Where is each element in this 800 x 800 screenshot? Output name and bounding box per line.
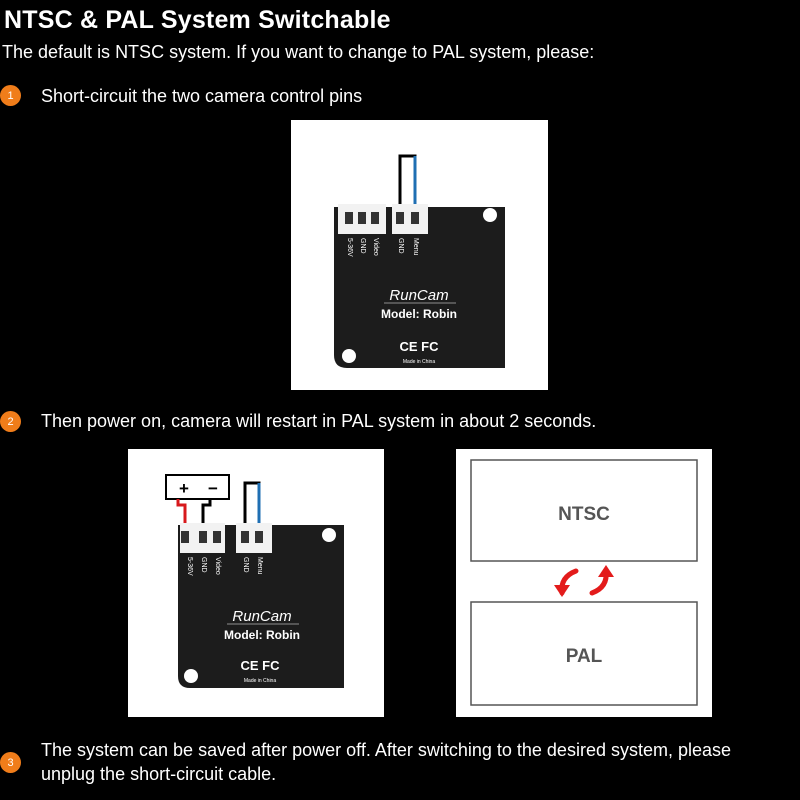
intro-text: The default is NTSC system. If you want … [2,42,595,62]
camera-board-powered-illustration: + − 5-36V GND Video GND Menu RunCam Mode… [165,474,344,688]
pin-label: Video [214,557,221,575]
pin-label: 5-36V [346,238,353,257]
certification-marks: CE FC [400,339,440,354]
model-label: Model: Robin [381,307,457,321]
system-switch-diagram: NTSC PAL [456,449,712,717]
ntsc-pal-switch-illustration: NTSC PAL [470,459,698,706]
step-1-diagram: 5-36V GND Video GND Menu RunCam Model: R… [291,120,548,390]
power-plus-label: + [179,479,189,498]
pin-label: 5-36V [186,557,193,576]
model-label: Model: Robin [224,628,300,642]
ntsc-box [470,459,698,562]
brand-logo: RunCam [232,608,291,625]
step-3-badge: 3 [0,752,21,773]
pin-label: Menu [256,557,263,575]
camera-board-shorted-illustration: 5-36V GND Video GND Menu RunCam Model: R… [334,154,505,368]
swap-arrows-icon [554,565,614,597]
pal-label: PAL [566,646,603,667]
pin-label: GND [397,238,404,254]
pin-label: GND [359,238,366,254]
made-in-label: Made in China [244,678,276,684]
ntsc-label: NTSC [558,504,610,525]
step-2-badge: 2 [0,411,21,432]
step-3-text-line1: The system can be saved after power off.… [41,740,732,760]
pin-label: Video [372,238,379,256]
pin-label: Menu [412,238,419,256]
step-2-text: Then power on, camera will restart in PA… [41,411,597,431]
pin-label: GND [242,557,249,573]
step-1-badge: 1 [0,85,21,106]
step-1-text: Short-circuit the two camera control pin… [41,86,363,106]
certification-marks: CE FC [241,658,281,673]
pal-box [470,601,698,706]
brand-logo: RunCam [389,287,448,304]
pin-label: GND [200,557,207,573]
step-3-text-line2: unplug the short-circuit cable. [41,764,277,784]
made-in-label: Made in China [403,359,435,365]
power-minus-label: − [208,479,218,498]
step-2-diagram: + − 5-36V GND Video GND Menu RunCam Mode… [128,449,384,717]
page-title: NTSC & PAL System Switchable [4,6,391,34]
